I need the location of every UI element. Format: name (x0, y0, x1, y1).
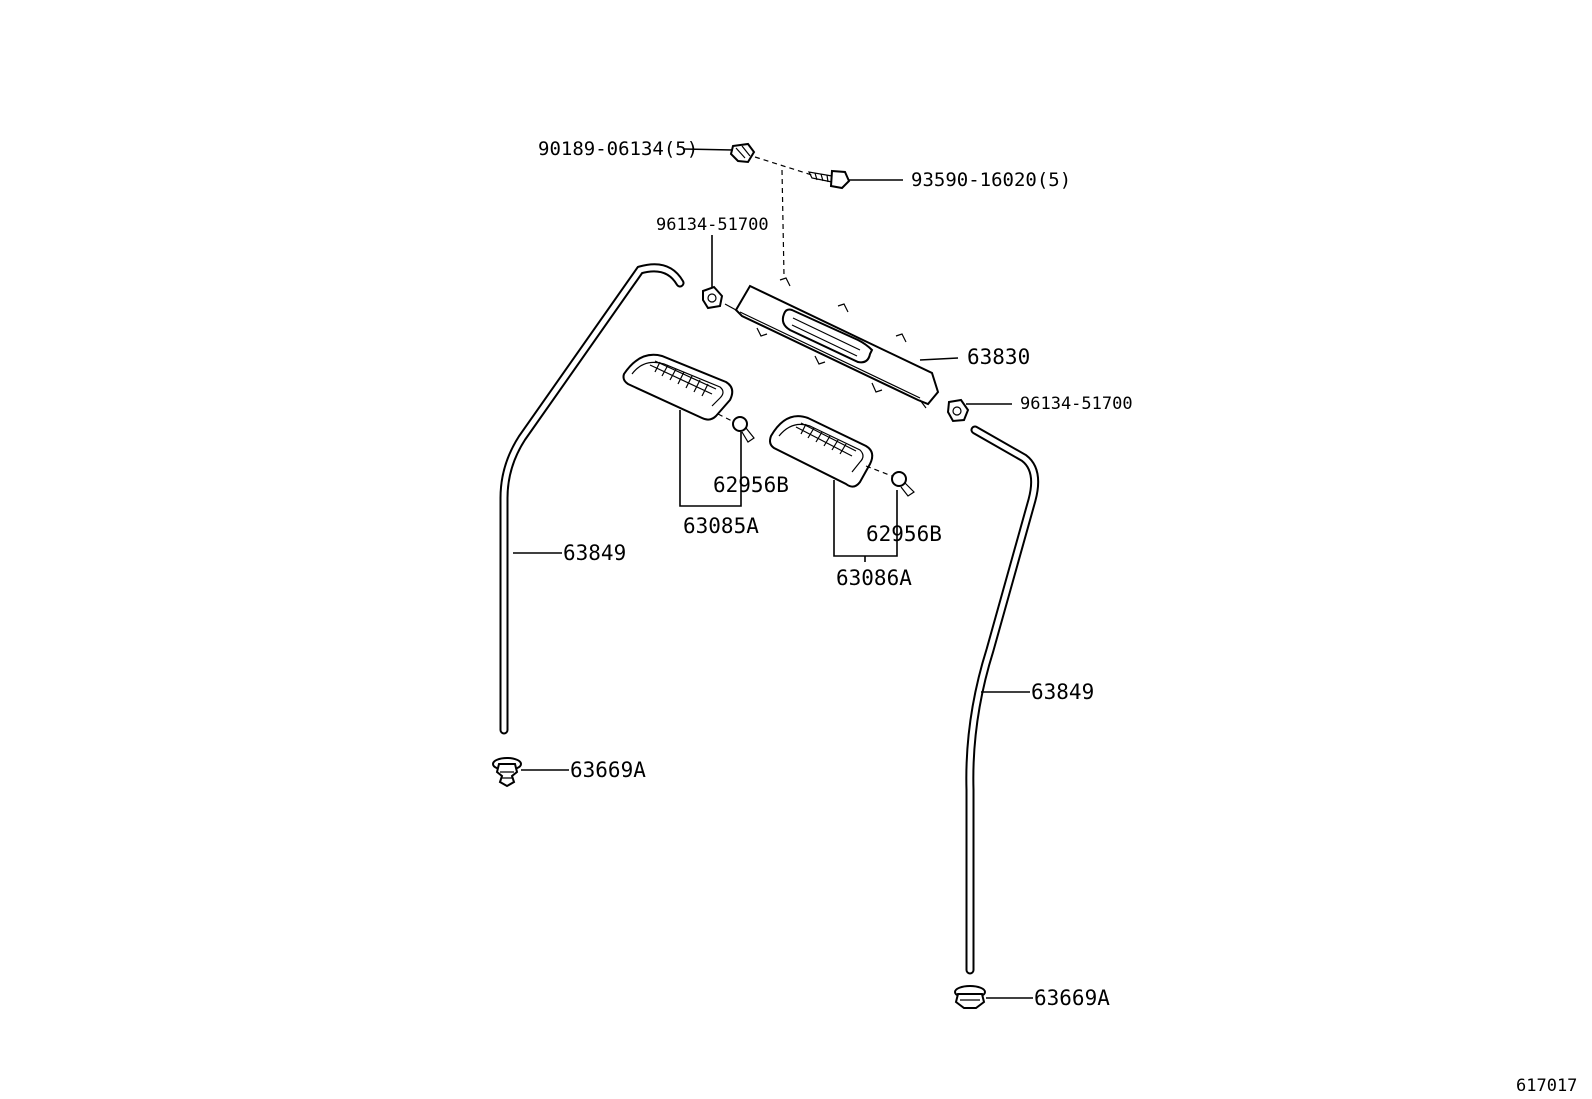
label-nozzle-clip-right: 62956B (866, 522, 942, 546)
label-nozzle-left: 63085A (683, 514, 759, 538)
label-hose-right: 63849 (1031, 680, 1094, 704)
stop-lamp-63830-part (724, 277, 940, 409)
nozzle-clip-right-part (891, 471, 915, 497)
leader-lamp (919, 357, 959, 361)
nozzle-right-part (769, 415, 874, 488)
nozzle-left-part (622, 353, 734, 421)
leader-nozzle-left (679, 410, 742, 507)
label-clamp-right: 96134-51700 (1020, 394, 1133, 414)
label-lamp: 63830 (967, 345, 1030, 369)
clip-90189-part (729, 142, 756, 164)
label-nozzle-clip-left: 62956B (713, 473, 789, 497)
label-hose-left: 63849 (563, 541, 626, 565)
grommet-right-part (954, 985, 986, 1009)
dash-nozzle-left (717, 413, 735, 423)
clamp-left-part (702, 285, 724, 310)
dash-clip-screw (754, 156, 813, 176)
leader-clip-top (682, 148, 734, 151)
hose-right-part (965, 425, 1040, 975)
label-nozzle-right: 63086A (836, 566, 912, 590)
label-clip-top: 90189-06134(5) (538, 138, 698, 160)
label-grommet-right: 63669A (1034, 986, 1110, 1010)
grommet-left-part (492, 757, 522, 788)
diagram-reference-code: 617017 (1516, 1076, 1577, 1096)
label-grommet-left: 63669A (570, 758, 646, 782)
label-clamp-left: 96134-51700 (656, 215, 769, 235)
dash-clip-lamp (781, 169, 785, 277)
dash-nozzle-right (865, 465, 893, 477)
screw-93590-part (807, 169, 851, 190)
label-screw-top: 93590-16020(5) (911, 169, 1071, 191)
hose-left-part (499, 263, 685, 735)
clamp-right-part (946, 398, 970, 423)
nozzle-clip-left-part (732, 416, 755, 443)
